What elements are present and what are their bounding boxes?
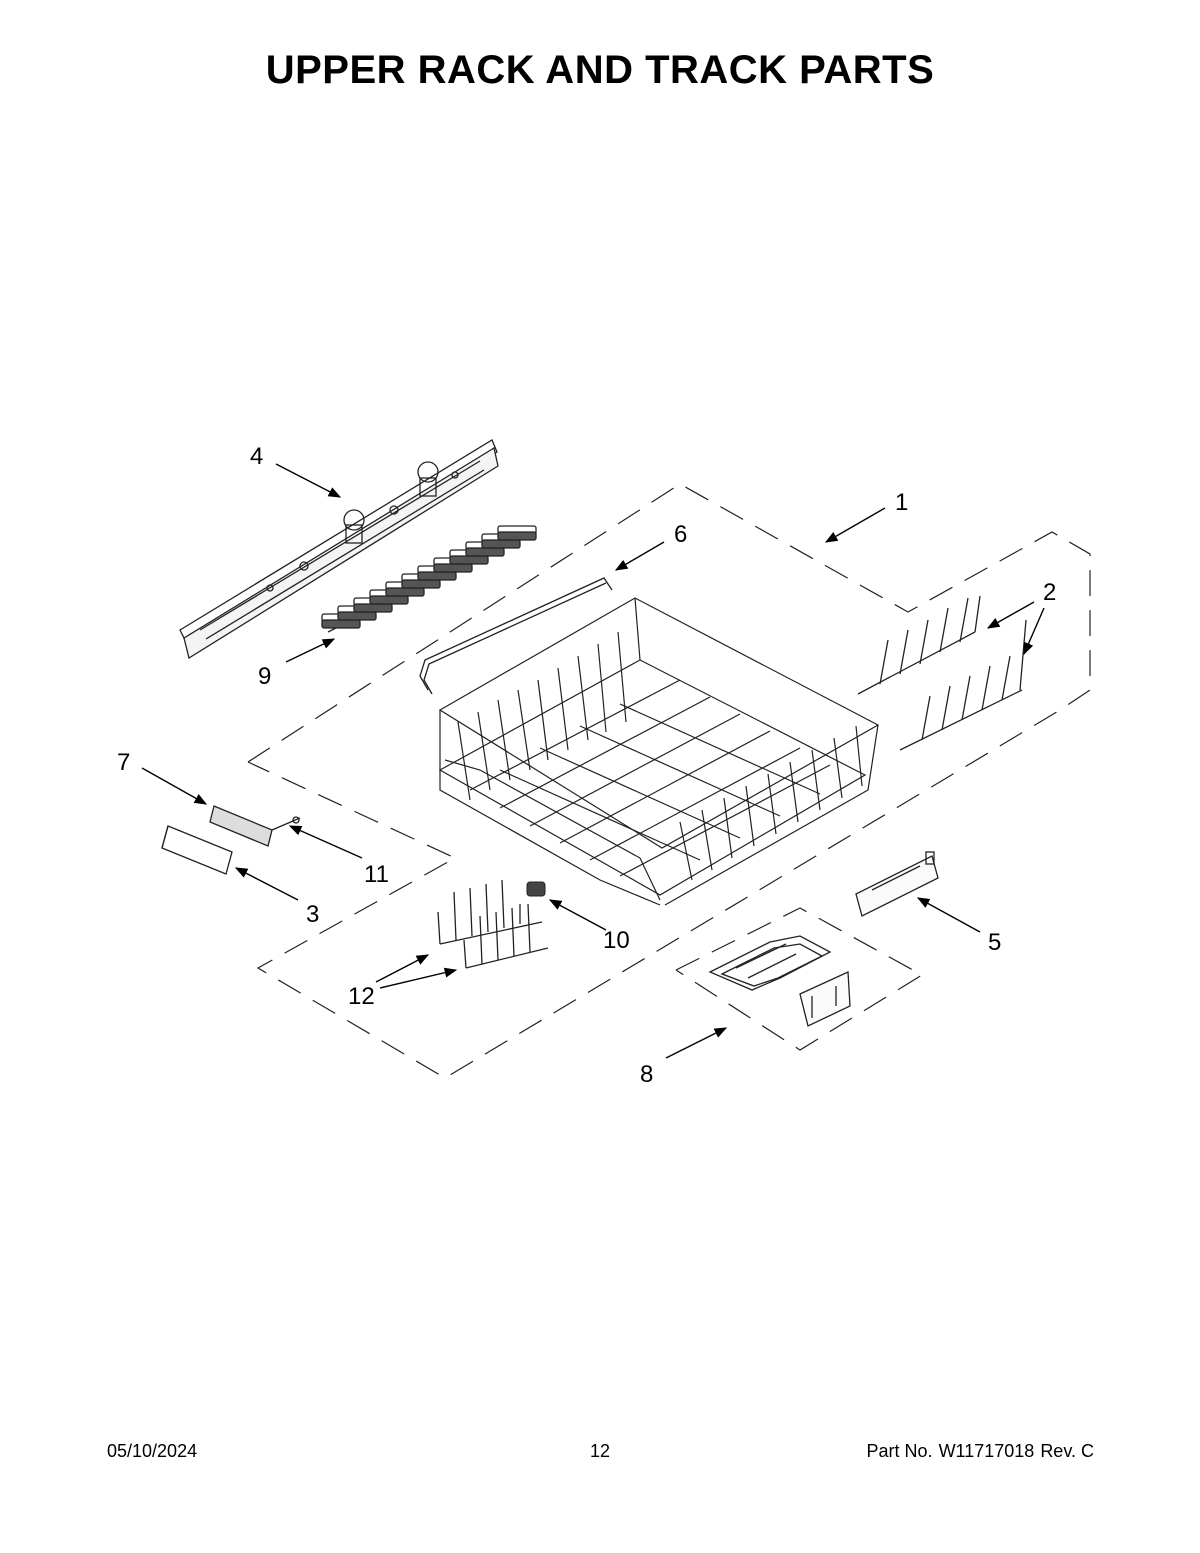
- leader-arrow-1: [824, 507, 886, 543]
- clip-part: [526, 881, 546, 897]
- end-cap-parts: [161, 805, 301, 875]
- callout-12: 12: [348, 983, 375, 1010]
- page-title: UPPER RACK AND TRACK PARTS: [265, 48, 935, 92]
- side-tine-racks-part: [857, 595, 1027, 751]
- small-tine-racks-part: [437, 879, 549, 969]
- leader-arrow-10: [548, 899, 607, 931]
- leader-arrow-12a: [375, 954, 430, 983]
- upper-rack-basket-part: [438, 597, 880, 906]
- callout-11: 11: [364, 861, 389, 888]
- tine-row-part: [321, 525, 537, 633]
- leader-arrow-11: [288, 825, 363, 859]
- callout-labels: 1 2 3 4 5 6 7 8 9 10 11 12: [117, 443, 1056, 1088]
- wire-rod-part: [419, 577, 613, 695]
- leader-arrow-9: [285, 638, 336, 663]
- leader-arrow-6: [614, 541, 665, 571]
- leader-arrow-7: [141, 767, 208, 805]
- callout-7: 7: [117, 749, 130, 776]
- footer-revision: Rev. C: [1040, 1441, 1094, 1461]
- callout-6: 6: [674, 521, 687, 548]
- side-bracket-part: [855, 851, 939, 917]
- callout-4: 4: [250, 443, 263, 470]
- wire-clip-assembly-part: [708, 935, 851, 1027]
- footer-date: 05/10/2024: [107, 1441, 198, 1461]
- footer-part-number: W11717018: [938, 1441, 1035, 1461]
- leader-arrow-12b: [379, 967, 458, 989]
- footer-page-number: 12: [589, 1441, 611, 1461]
- callout-3: 3: [306, 901, 319, 928]
- leader-arrow-8: [665, 1027, 728, 1059]
- leader-arrow-5: [916, 897, 981, 933]
- track-rail-part: [179, 439, 499, 660]
- callout-8: 8: [640, 1061, 653, 1088]
- callout-2: 2: [1043, 579, 1056, 606]
- callout-10: 10: [603, 927, 630, 954]
- footer-part-label: Part No.: [866, 1441, 933, 1461]
- leader-arrow-2b: [1023, 607, 1045, 656]
- leader-arrow-3: [234, 867, 299, 901]
- leader-arrows: [141, 463, 1045, 1059]
- callout-9: 9: [258, 663, 271, 690]
- leader-arrow-2a: [986, 601, 1035, 629]
- leader-arrow-4: [275, 463, 342, 498]
- assembly-outline: [247, 483, 1091, 1079]
- callout-1: 1: [895, 489, 908, 516]
- callout-5: 5: [988, 929, 1001, 956]
